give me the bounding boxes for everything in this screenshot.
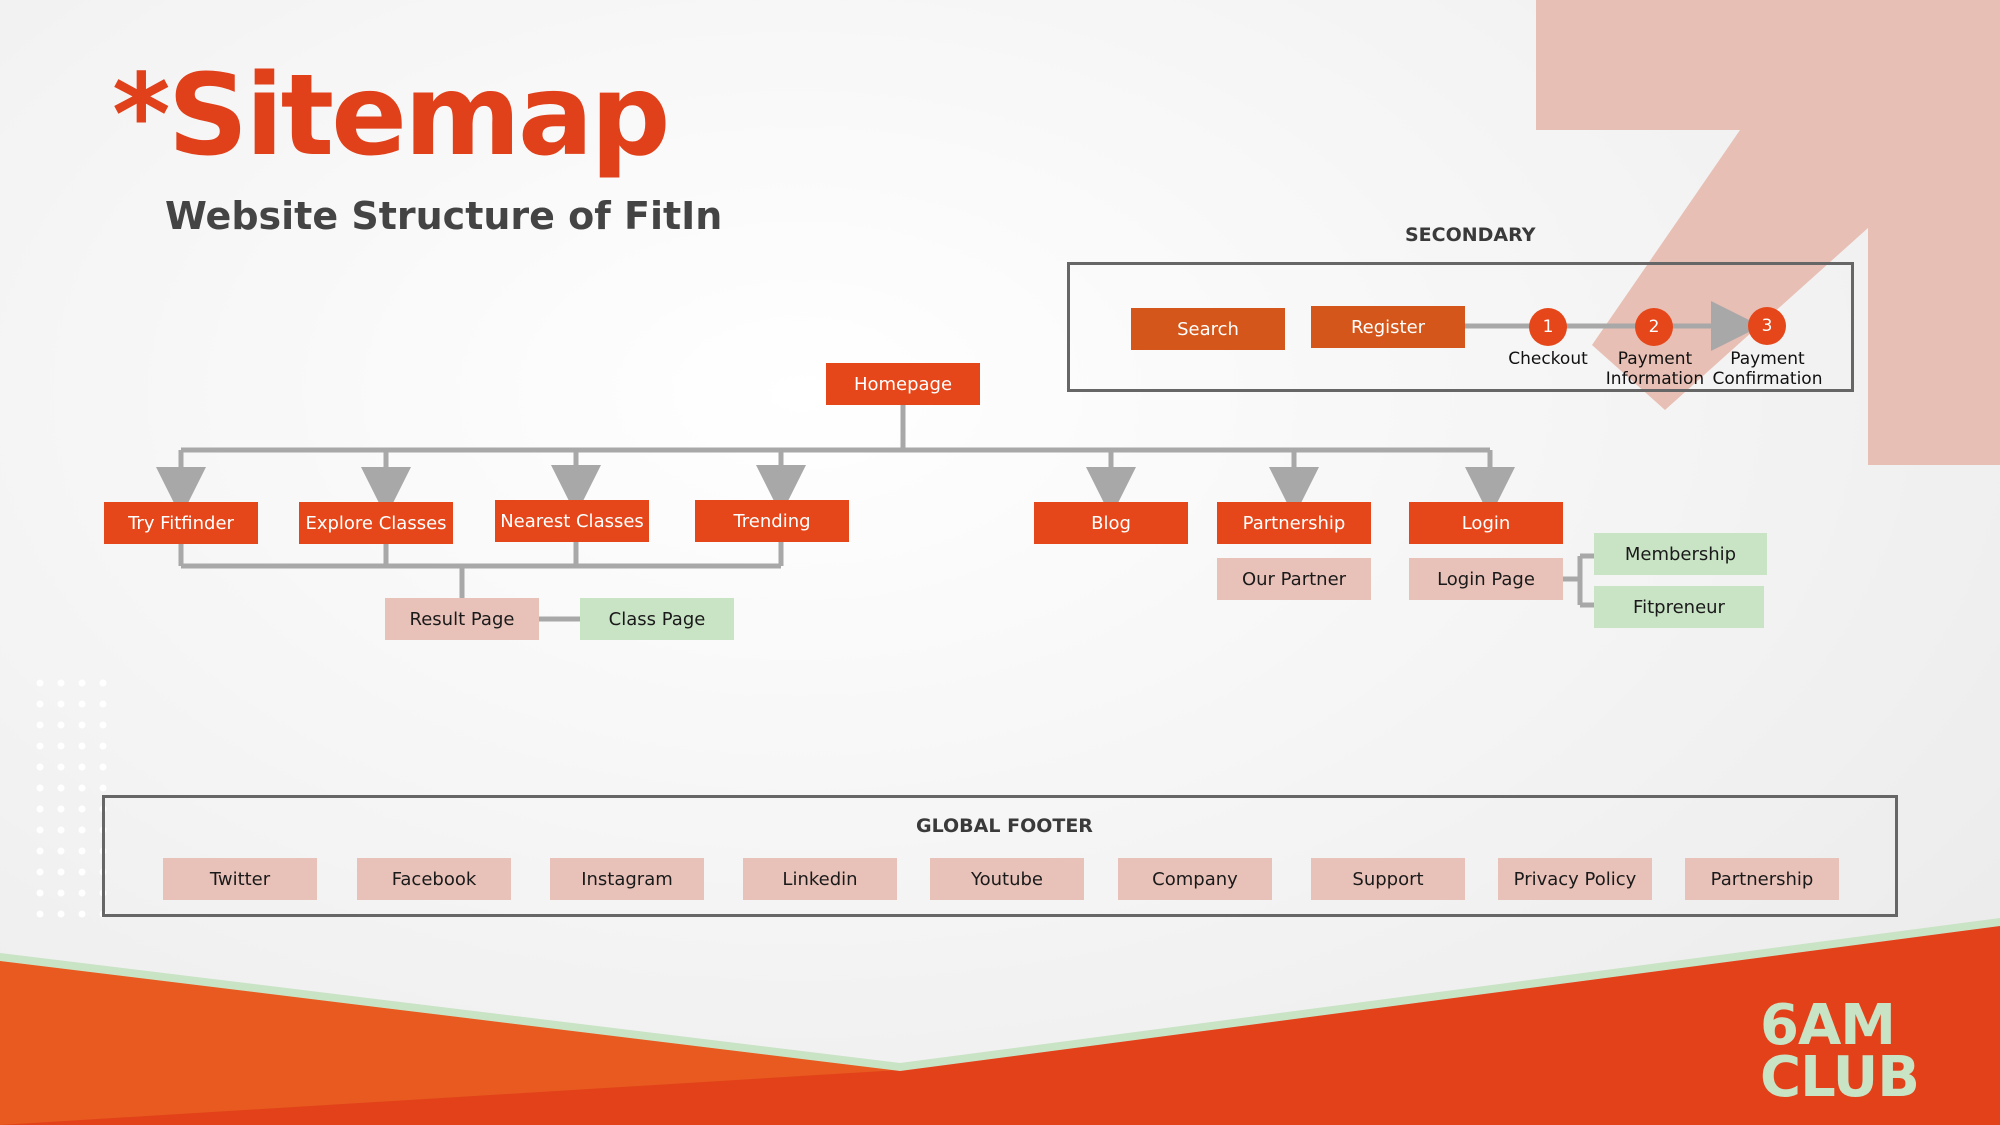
decor-dot bbox=[36, 889, 44, 897]
page-subtitle: Website Structure of FitIn bbox=[165, 194, 723, 238]
class-page-node[interactable]: Class Page bbox=[580, 598, 734, 640]
decor-dot bbox=[99, 700, 107, 708]
footer-item-support[interactable]: Support bbox=[1311, 858, 1465, 900]
decor-dot bbox=[78, 742, 86, 750]
footer-item-youtube[interactable]: Youtube bbox=[930, 858, 1084, 900]
decor-dot bbox=[57, 784, 65, 792]
decor-dot bbox=[57, 847, 65, 855]
footer-item-partnership[interactable]: Partnership bbox=[1685, 858, 1839, 900]
membership-node[interactable]: Membership bbox=[1594, 533, 1767, 575]
footer-item-twitter[interactable]: Twitter bbox=[163, 858, 317, 900]
our-partner-node[interactable]: Our Partner bbox=[1217, 558, 1371, 600]
decor-dot bbox=[99, 742, 107, 750]
step-2-label: Payment Information bbox=[1605, 349, 1705, 389]
register-node[interactable]: Register bbox=[1311, 306, 1465, 348]
decor-dot bbox=[78, 700, 86, 708]
secondary-heading: SECONDARY bbox=[1405, 224, 1536, 246]
step-1-circle: 1 bbox=[1529, 308, 1567, 346]
footer-item-company[interactable]: Company bbox=[1118, 858, 1272, 900]
decor-dot bbox=[78, 721, 86, 729]
decor-dot bbox=[36, 679, 44, 687]
decor-dot bbox=[36, 910, 44, 918]
global-footer-heading: GLOBAL FOOTER bbox=[916, 815, 1093, 837]
secondary-frame bbox=[1067, 262, 1854, 392]
blog-node[interactable]: Blog bbox=[1034, 502, 1188, 544]
decor-dot bbox=[57, 910, 65, 918]
decor-dot bbox=[57, 700, 65, 708]
decor-dot bbox=[36, 700, 44, 708]
step-2-circle: 2 bbox=[1635, 308, 1673, 346]
decor-dot bbox=[57, 721, 65, 729]
footer-item-linkedin[interactable]: Linkedin bbox=[743, 858, 897, 900]
decor-dot bbox=[57, 868, 65, 876]
decor-dot bbox=[57, 763, 65, 771]
page-title: *Sitemap bbox=[112, 51, 671, 181]
trending-node[interactable]: Trending bbox=[695, 500, 849, 542]
decor-dot bbox=[99, 784, 107, 792]
result-page-node[interactable]: Result Page bbox=[385, 598, 539, 640]
step-3-label: Payment Confirmation bbox=[1712, 349, 1823, 389]
decor-dot bbox=[36, 805, 44, 813]
decor-dot bbox=[78, 868, 86, 876]
login-node[interactable]: Login bbox=[1409, 502, 1563, 544]
decor-dot bbox=[78, 784, 86, 792]
logo-line-2: CLUB bbox=[1760, 1045, 1920, 1110]
decor-dot bbox=[36, 847, 44, 855]
decor-dot bbox=[78, 847, 86, 855]
partnership-node[interactable]: Partnership bbox=[1217, 502, 1371, 544]
footer-item-facebook[interactable]: Facebook bbox=[357, 858, 511, 900]
decor-dot bbox=[36, 763, 44, 771]
decor-dot bbox=[57, 889, 65, 897]
footer-item-instagram[interactable]: Instagram bbox=[550, 858, 704, 900]
decor-dot bbox=[78, 679, 86, 687]
decor-dot bbox=[99, 721, 107, 729]
search-node[interactable]: Search bbox=[1131, 308, 1285, 350]
decor-dot bbox=[36, 742, 44, 750]
decor-dot bbox=[57, 805, 65, 813]
fitpreneur-node[interactable]: Fitpreneur bbox=[1594, 586, 1764, 628]
decor-dot bbox=[57, 826, 65, 834]
try-fitfinder-node[interactable]: Try Fitfinder bbox=[104, 502, 258, 544]
decor-dot bbox=[99, 763, 107, 771]
homepage-node[interactable]: Homepage bbox=[826, 363, 980, 405]
brand-logo: 6AM CLUB bbox=[1760, 993, 1920, 1110]
explore-classes-node[interactable]: Explore Classes bbox=[299, 502, 453, 544]
arrow-decor bbox=[1536, 0, 2000, 465]
decor-dot bbox=[99, 679, 107, 687]
step-1-label: Checkout bbox=[1508, 349, 1588, 369]
decor-dot bbox=[78, 910, 86, 918]
decor-dot bbox=[78, 805, 86, 813]
bottom-wave-light bbox=[0, 960, 900, 1125]
nearest-classes-node[interactable]: Nearest Classes bbox=[495, 500, 649, 542]
decor-dot bbox=[36, 784, 44, 792]
step-3-circle: 3 bbox=[1748, 307, 1786, 345]
decor-dot bbox=[57, 742, 65, 750]
decor-dot bbox=[78, 763, 86, 771]
decor-dot bbox=[78, 826, 86, 834]
decor-dot bbox=[36, 868, 44, 876]
decor-dot bbox=[57, 679, 65, 687]
login-page-node[interactable]: Login Page bbox=[1409, 558, 1563, 600]
logo-line-1: 6AM bbox=[1760, 993, 1896, 1058]
decor-dot bbox=[78, 889, 86, 897]
global-footer-frame bbox=[102, 795, 1898, 917]
decor-dot bbox=[36, 826, 44, 834]
footer-item-privacy-policy[interactable]: Privacy Policy bbox=[1498, 858, 1652, 900]
decor-dot bbox=[36, 721, 44, 729]
